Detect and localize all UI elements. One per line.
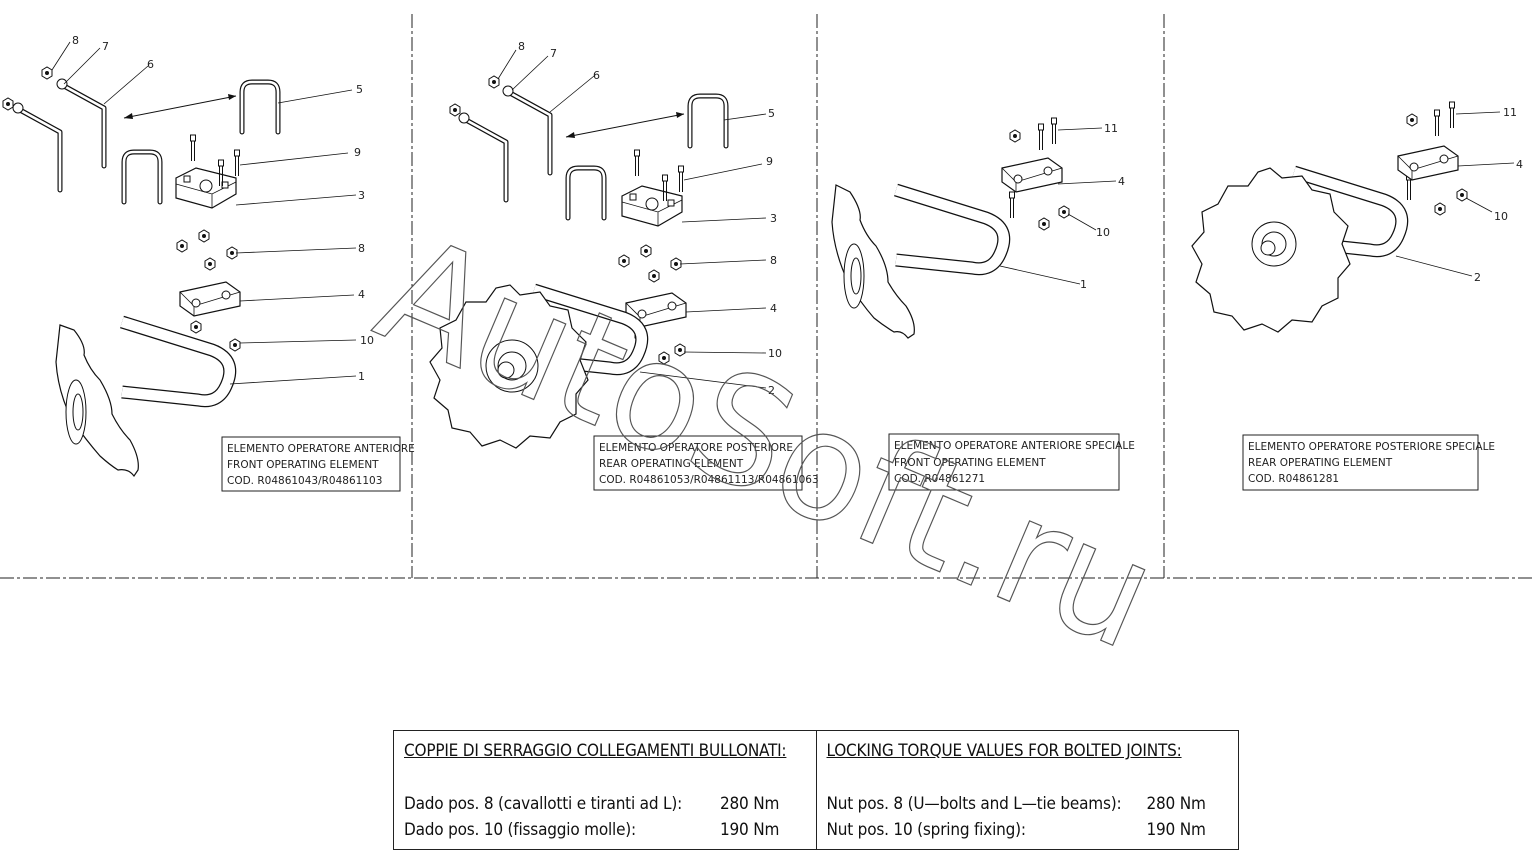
caption-line-1: ELEMENTO OPERATORE ANTERIORE [227, 443, 415, 455]
caption-line-3: COD. R04861271 [894, 473, 985, 485]
bracket-part [175, 167, 237, 209]
caption-line-1: ELEMENTO OPERATORE POSTERIORE SPECIALE [1248, 441, 1495, 453]
caption-box [888, 433, 1120, 491]
callout-9: 9 [354, 146, 361, 159]
callout-10: 10 [1096, 226, 1110, 239]
callout-9: 9 [766, 155, 773, 168]
nut-part [2, 97, 14, 111]
panel-rear-operating-element-special: 11 4 10 2 ELEMENTO OPERATORE POSTERIORE … [1191, 101, 1523, 491]
rear-notched-disc-part [1191, 167, 1351, 333]
caption-line-1: ELEMENTO OPERATORE POSTERIORE [599, 442, 793, 454]
caption-box [1242, 434, 1479, 491]
callout-2: 2 [768, 384, 775, 397]
torque-row-value: 190 Nm [1146, 820, 1206, 840]
callout-6: 6 [147, 58, 154, 71]
callout-10: 10 [768, 347, 782, 360]
caption-line-1: ELEMENTO OPERATORE ANTERIORE SPECIALE [894, 440, 1135, 452]
callout-11: 11 [1104, 122, 1118, 135]
caption-box [593, 435, 803, 491]
torque-row-label: Dado pos. 10 (fissaggio molle): [404, 820, 637, 840]
callout-10: 10 [1494, 210, 1508, 223]
l-tie-beam-bolt-2 [57, 79, 104, 166]
bracket-part [621, 185, 683, 227]
caption-line-3: COD. R04861281 [1248, 473, 1339, 485]
callout-10: 10 [360, 334, 374, 347]
callout-7: 7 [102, 40, 109, 53]
l-tie-beam-bolt-1 [13, 103, 60, 190]
panel-dividers [0, 14, 1534, 579]
panel-front-operating-element-special: 11 4 10 1 ELEMENTO OPERATORE ANTERIORE S… [831, 117, 1135, 491]
callout-2: 2 [1474, 271, 1481, 284]
callout-7: 7 [550, 47, 557, 60]
torque-column-english: LOCKING TORQUE VALUES FOR BOLTED JOINTS:… [815, 731, 1239, 849]
torque-heading-italian: COPPIE DI SERRAGGIO COLLEGAMENTI BULLONA… [404, 741, 787, 761]
torque-row: Nut pos. 8 (U—bolts and L—tie beams): 28… [827, 791, 1229, 817]
front-disc-part [55, 324, 139, 478]
callout-6: 6 [593, 69, 600, 82]
callout-4: 4 [1118, 175, 1125, 188]
spring-plate-part [1397, 145, 1459, 181]
spring-plate-part [1001, 157, 1063, 193]
callout-leaders [51, 41, 357, 385]
callout-1: 1 [1080, 278, 1087, 291]
callout-1: 1 [358, 370, 365, 383]
caption-line-2: FRONT OPERATING ELEMENT [227, 459, 379, 471]
torque-row: Nut pos. 10 (spring fixing): 190 Nm [827, 817, 1229, 843]
spring-tine-part [122, 322, 230, 401]
u-bolt-2 [124, 152, 160, 202]
callout-8: 8 [518, 40, 525, 53]
callout-8b: 8 [770, 254, 777, 267]
caption-box [221, 436, 401, 492]
callout-4: 4 [770, 302, 777, 315]
torque-row-label: Nut pos. 10 (spring fixing): [826, 820, 1027, 840]
callout-4: 4 [1516, 158, 1523, 171]
caption-line-2: FRONT OPERATING ELEMENT [894, 457, 1046, 469]
rear-notched-disc-part [429, 284, 589, 449]
caption-line-3: COD. R04861053/R04861113/R04861063 [599, 474, 819, 486]
caption-line-2: REAR OPERATING ELEMENT [599, 458, 744, 470]
u-bolt-1 [242, 82, 278, 132]
nut-part [41, 66, 53, 80]
caption-line-3: COD. R04861043/R04861103 [227, 475, 382, 487]
caption-line-2: REAR OPERATING ELEMENT [1248, 457, 1393, 469]
callout-3: 3 [358, 189, 365, 202]
spring-tine-part [896, 190, 1004, 269]
torque-row-value: 280 Nm [720, 794, 780, 814]
callout-3: 3 [770, 212, 777, 225]
torque-row-label: Nut pos. 8 (U—bolts and L—tie beams): [826, 794, 1122, 814]
callout-5: 5 [356, 83, 363, 96]
torque-heading-english: LOCKING TORQUE VALUES FOR BOLTED JOINTS: [826, 741, 1182, 761]
torque-row-value: 280 Nm [1146, 794, 1206, 814]
torque-values-table: COPPIE DI SERRAGGIO COLLEGAMENTI BULLONA… [393, 730, 1239, 850]
panel-front-operating-element: 8 7 6 5 9 3 8 4 10 1 ELEMENTO OPERATORE … [2, 34, 415, 492]
callout-4: 4 [358, 288, 365, 301]
torque-row-label: Dado pos. 8 (cavallotti e tiranti ad L): [404, 794, 683, 814]
torque-row: Dado pos. 8 (cavallotti e tiranti ad L):… [404, 791, 806, 817]
callout-11: 11 [1503, 106, 1517, 119]
spring-plate-part [179, 281, 241, 317]
callout-8b: 8 [358, 242, 365, 255]
torque-row-value: 190 Nm [720, 820, 780, 840]
torque-row: Dado pos. 10 (fissaggio molle): 190 Nm [404, 817, 806, 843]
torque-column-italian: COPPIE DI SERRAGGIO COLLEGAMENTI BULLONA… [394, 731, 816, 849]
front-disc-part [831, 184, 915, 339]
panel-rear-operating-element: 8 7 6 5 9 3 8 4 10 2 ELEMENTO OPERATORE … [429, 40, 819, 491]
callout-5: 5 [768, 107, 775, 120]
callout-8: 8 [72, 34, 79, 47]
